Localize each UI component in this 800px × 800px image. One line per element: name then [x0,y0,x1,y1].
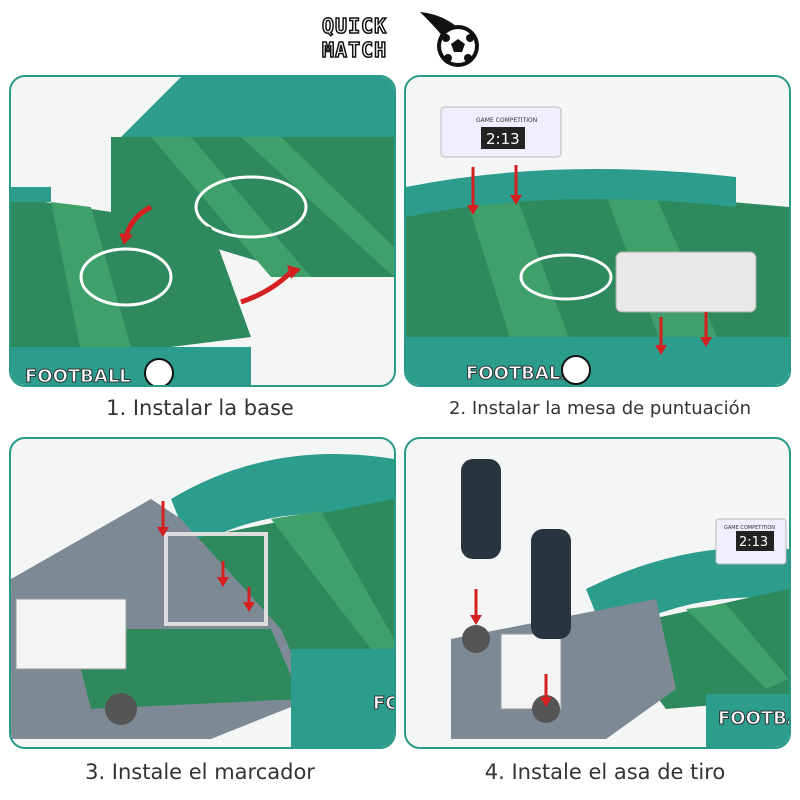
step-4-caption: 4. Instale el asa de tiro [484,760,726,784]
scoreboard-title: GAME COMPETITION [476,117,537,124]
football-label: FOOTBALL [466,363,572,384]
step-2-image: 2:13 GAME COMPETITION FOOTBALL [404,75,791,387]
soccer-ball-flame-icon [420,12,479,67]
football-label: FOOTBALL [25,366,131,385]
step-3-caption: 3. Instale el marcador [85,760,315,784]
step-1-image: FOOTBALL [9,75,396,387]
football-label: FOOTBALL [373,693,394,714]
step-2-caption: 2. Instalar la mesa de puntuación [448,398,751,419]
scoreboard-title: GAME COMPETITION [724,525,775,531]
step-4-image: 2:13 GAME COMPETITION FOOTBALL [404,437,791,749]
scoreboard-score: 2:13 [739,535,768,550]
football-label: FOOTBALL [718,708,789,729]
step-3-image: FOOTBALL [9,437,396,749]
scoreboard-score: 2:13 [486,130,520,148]
step-1-caption: 1. Instalar la base [106,396,294,420]
